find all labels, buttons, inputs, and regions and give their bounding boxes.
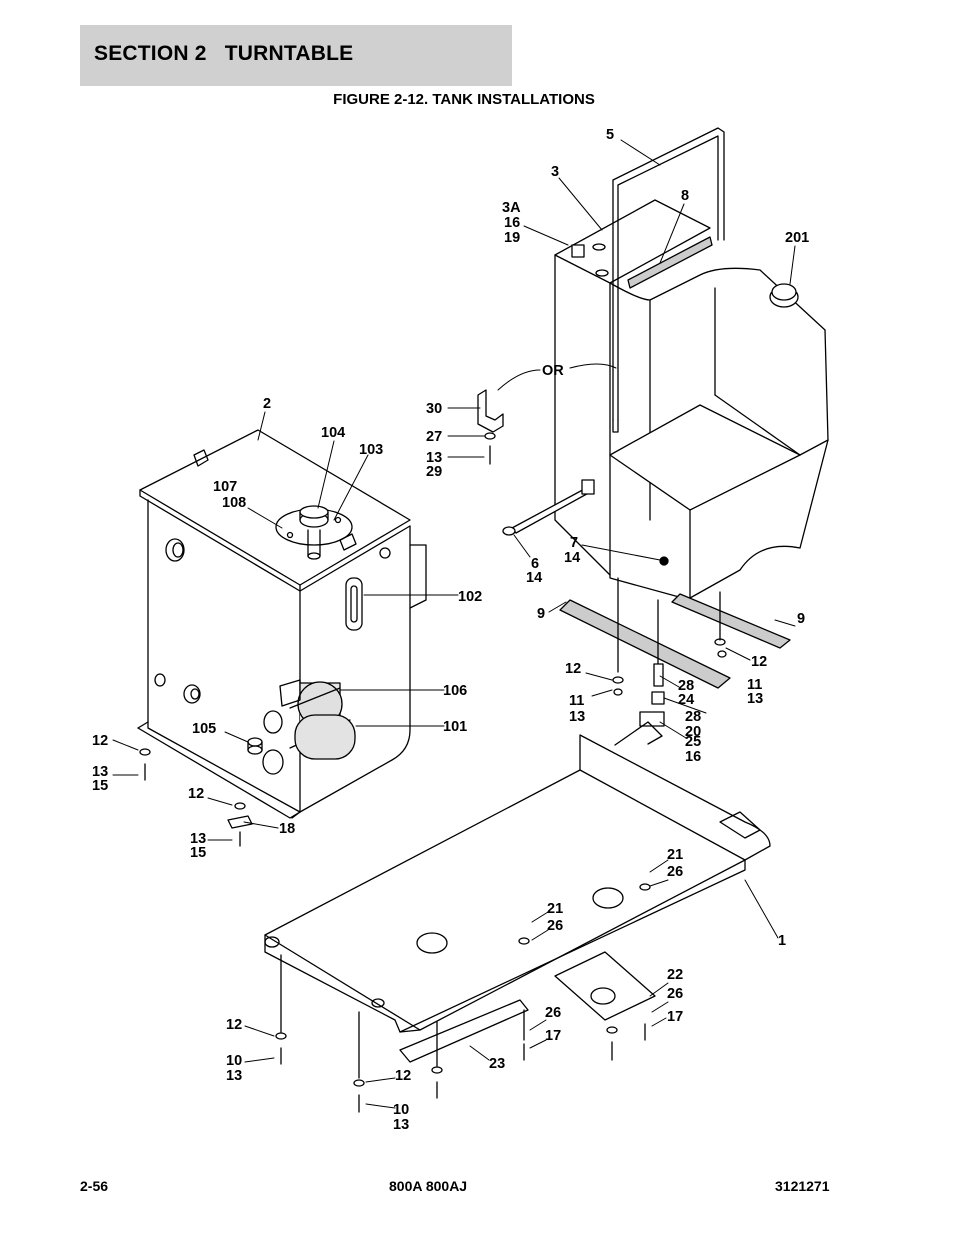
callout-13: 13 [569, 709, 585, 725]
callout-102: 102 [458, 589, 482, 605]
callout-13: 13 [393, 1117, 409, 1133]
callout-9: 9 [537, 606, 545, 622]
callout-16: 16 [504, 215, 520, 231]
hardware-drawing [139, 638, 727, 1113]
callout-18: 18 [279, 821, 295, 837]
callout-12: 12 [226, 1017, 242, 1033]
callout-19: 19 [504, 230, 520, 246]
model-name: 800A 800AJ [389, 1178, 468, 1194]
fuel-tank-drawing [477, 127, 829, 746]
callout-28: 28 [678, 678, 694, 694]
callout-17: 17 [545, 1028, 561, 1044]
callout-24: 24 [678, 692, 694, 708]
callout-22: 22 [667, 967, 683, 983]
callout-13: 13 [92, 764, 108, 780]
callout-13: 13 [226, 1068, 242, 1084]
callout-3: 3 [551, 164, 559, 180]
callout-11: 11 [747, 677, 762, 693]
callout-26: 26 [667, 864, 683, 880]
callout-201: 201 [785, 230, 809, 246]
section-header: SECTION 2 TURNTABLE [80, 25, 512, 86]
callout-103: 103 [359, 442, 383, 458]
callout-8: 8 [681, 188, 689, 204]
callout-29: 29 [426, 464, 442, 480]
callout-107: 107 [213, 479, 237, 495]
callout-21: 21 [667, 847, 683, 863]
callout-12: 12 [751, 654, 767, 670]
callout-20: 20 [685, 724, 701, 740]
callout-25: 25 [685, 734, 701, 750]
callout-13: 13 [426, 450, 442, 466]
callout-23: 23 [489, 1056, 505, 1072]
callout-9: 9 [797, 611, 805, 627]
figure-title: FIGURE 2-12. TANK INSTALLATIONS [333, 91, 595, 108]
callout-7: 7 [570, 535, 578, 551]
callout-105: 105 [192, 721, 216, 737]
callout-6: 6 [531, 556, 539, 572]
callout-12: 12 [565, 661, 581, 677]
callout-labels: 5 3 8 3A 16 19 201 OR 30 27 13 29 2 104 … [92, 127, 809, 1133]
callout-106: 106 [443, 683, 467, 699]
section-title: SECTION 2 TURNTABLE [94, 42, 354, 65]
callout-15: 15 [92, 778, 108, 794]
callout-104: 104 [321, 425, 345, 441]
callout-12: 12 [395, 1068, 411, 1084]
callout-13: 13 [747, 691, 763, 707]
callout-28: 28 [685, 709, 701, 725]
callout-3a: 3A [502, 200, 521, 216]
callout-14: 14 [526, 570, 542, 586]
callout-27: 27 [426, 429, 442, 445]
callout-10: 10 [226, 1053, 242, 1069]
leader-lines [112, 139, 796, 1109]
callout-16: 16 [685, 749, 701, 765]
callout-26: 26 [545, 1005, 561, 1021]
callout-30: 30 [426, 401, 442, 417]
callout-12: 12 [92, 733, 108, 749]
callout-10: 10 [393, 1102, 409, 1118]
callout-14: 14 [564, 550, 580, 566]
callout-26: 26 [547, 918, 563, 934]
callout-or: OR [542, 363, 564, 379]
page-number: 2-56 [80, 1178, 109, 1194]
callout-101: 101 [443, 719, 467, 735]
callout-17: 17 [667, 1009, 683, 1025]
callout-15: 15 [190, 845, 206, 861]
callout-12: 12 [188, 786, 204, 802]
callout-5: 5 [606, 127, 614, 143]
callout-21: 21 [547, 901, 563, 917]
part-number: 3121271 [775, 1178, 830, 1194]
callout-11: 11 [569, 693, 584, 709]
turntable-frame-drawing [264, 734, 771, 1063]
callout-13: 13 [190, 831, 206, 847]
hydraulic-tank-drawing [137, 429, 427, 829]
callout-2: 2 [263, 396, 271, 412]
callout-1: 1 [778, 933, 786, 949]
callout-108: 108 [222, 495, 246, 511]
callout-26: 26 [667, 986, 683, 1002]
